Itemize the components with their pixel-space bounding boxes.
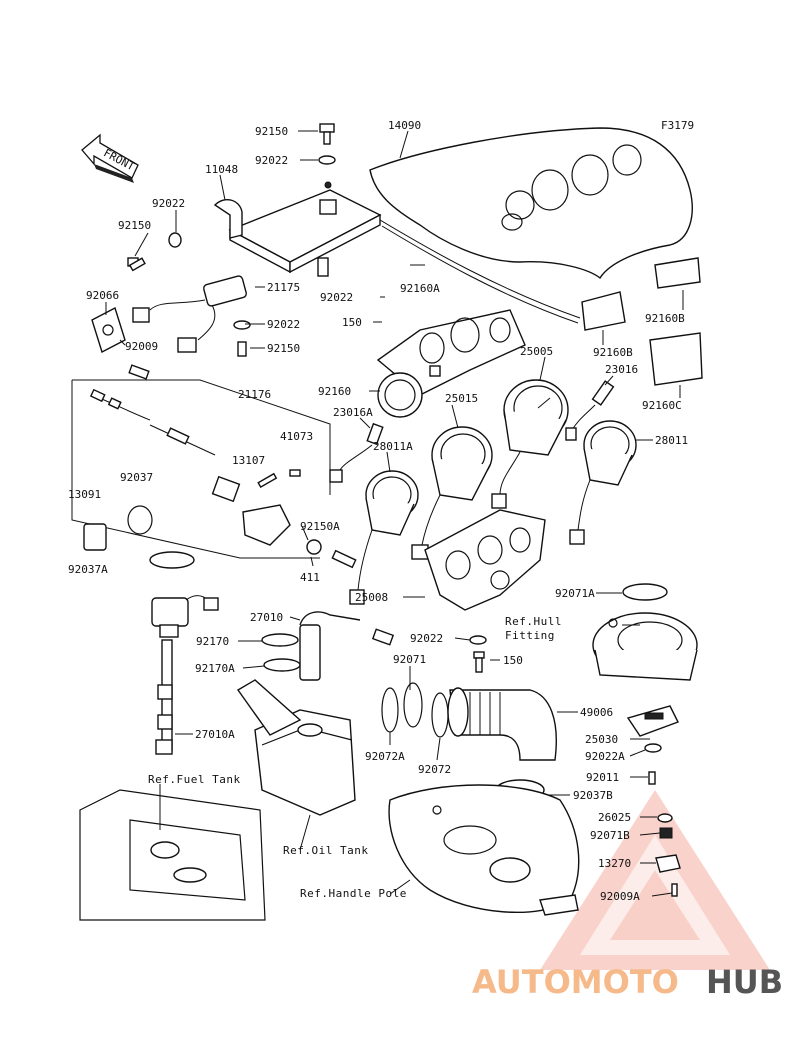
label-28011A: 28011A — [373, 440, 413, 453]
relay-part — [132, 275, 251, 357]
label-13091: 13091 — [68, 488, 101, 501]
label-92037: 92037 — [120, 471, 153, 484]
label-92022-top: 92022 — [255, 154, 288, 167]
label-92160B-box: 92160B — [645, 312, 685, 325]
bracket-part — [91, 306, 150, 380]
label-27010: 27010 — [250, 611, 283, 624]
label-23016A: 23016A — [333, 406, 373, 419]
label-92066: 92066 — [86, 289, 119, 302]
label-14090: 14090 — [388, 119, 421, 132]
label-92009: 92009 — [125, 340, 158, 353]
label-92160A: 92160A — [400, 282, 440, 295]
label-13107: 13107 — [232, 454, 265, 467]
label-92009A: 92009A — [600, 890, 640, 903]
label-92150-left: 92150 — [118, 219, 151, 232]
ref-fuel-tank: Ref.Fuel Tank — [148, 773, 241, 786]
label-92072A: 92072A — [365, 750, 405, 763]
label-92170: 92170 — [196, 635, 229, 648]
handle-pole-part — [388, 784, 580, 916]
label-92160C: 92160C — [642, 399, 682, 412]
label-92022-left: 92022 — [152, 197, 185, 210]
meter-cover-part — [369, 127, 693, 324]
label-92037A: 92037A — [68, 563, 108, 576]
cable-part — [89, 388, 301, 546]
ref-oil-tank: Ref.Oil Tank — [283, 844, 368, 857]
label-92022-low: 92022 — [410, 632, 443, 645]
label-41073: 41073 — [280, 430, 313, 443]
label-92150-mid: 92150 — [267, 342, 300, 355]
oil-tank-part — [236, 679, 356, 816]
label-92071B: 92071B — [590, 829, 630, 842]
watermark-part2: HUB — [706, 963, 783, 1001]
label-92160: 92160 — [318, 385, 351, 398]
label-25015: 25015 — [445, 392, 478, 405]
label-92022A: 92022A — [585, 750, 625, 763]
reference-labels: Ref.Hull Fitting Ref.Fuel Tank Ref.Oil T… — [148, 615, 562, 900]
label-27010A: 27010A — [195, 728, 235, 741]
washer-icon — [127, 232, 182, 272]
ref-hull-fitting-line1: Ref.Hull — [505, 615, 562, 628]
label-28011: 28011 — [655, 434, 688, 447]
hose-part — [261, 611, 395, 681]
switch-part — [626, 705, 681, 897]
label-92037B: 92037B — [573, 789, 613, 802]
label-21176: 21176 — [238, 388, 271, 401]
label-25008: 25008 — [355, 591, 388, 604]
fuel-tank-part — [79, 789, 266, 921]
label-23016: 23016 — [605, 363, 638, 376]
watermark-part1: AUTOMOTO — [472, 963, 679, 1001]
label-92022-center: 92022 — [320, 291, 353, 304]
label-13270: 13270 — [598, 857, 631, 870]
gauge-25015-part — [411, 426, 493, 560]
front-arrow-icon: FRONT — [81, 133, 139, 183]
label-92170A: 92170A — [195, 662, 235, 675]
washer-bolt-group — [306, 539, 357, 569]
label-21175: 21175 — [267, 281, 300, 294]
label-92011: 92011 — [586, 771, 619, 784]
watermark-logo-icon — [540, 790, 770, 970]
diagram-code: F3179 — [661, 119, 694, 132]
label-92160B: 92160B — [593, 346, 633, 359]
watermark: AUTOMOTO HUB — [472, 963, 783, 1001]
leader-lines — [105, 130, 684, 897]
pad-part — [83, 505, 153, 551]
ref-hull-fitting-line2: Fitting — [505, 629, 555, 642]
label-92071: 92071 — [393, 653, 426, 666]
label-150-top: 150 — [342, 316, 362, 329]
washer-bolt-group — [469, 635, 487, 673]
part-labels: 14090 92150 92022 11048 92022 92150 9206… — [68, 119, 688, 903]
label-49006: 49006 — [580, 706, 613, 719]
label-25030: 25030 — [585, 733, 618, 746]
label-92150A: 92150A — [300, 520, 340, 533]
label-92022-mid: 92022 — [267, 318, 300, 331]
label-411: 411 — [300, 571, 320, 584]
label-25005: 25005 — [520, 345, 553, 358]
label-92072: 92072 — [418, 763, 451, 776]
ref-handle-pole: Ref.Handle Pole — [300, 887, 407, 900]
mounting-plate-part — [213, 181, 382, 277]
label-92071A: 92071A — [555, 587, 595, 600]
label-92150-top: 92150 — [255, 125, 288, 138]
sensor-part — [329, 380, 615, 483]
label-26025: 26025 — [598, 811, 631, 824]
label-11048: 11048 — [205, 163, 238, 176]
label-150-low: 150 — [503, 654, 523, 667]
boot-part — [381, 682, 557, 801]
bolt-icon — [318, 123, 336, 165]
gauge-28011A-part — [349, 470, 419, 605]
pump-part — [149, 551, 219, 755]
gauge-25005-part — [491, 379, 569, 509]
pad-part — [581, 257, 703, 386]
meter-frame-part — [376, 309, 526, 418]
gasket-part — [424, 509, 546, 611]
hull-fitting-part — [592, 583, 698, 681]
gauge-28011-part — [569, 420, 637, 545]
